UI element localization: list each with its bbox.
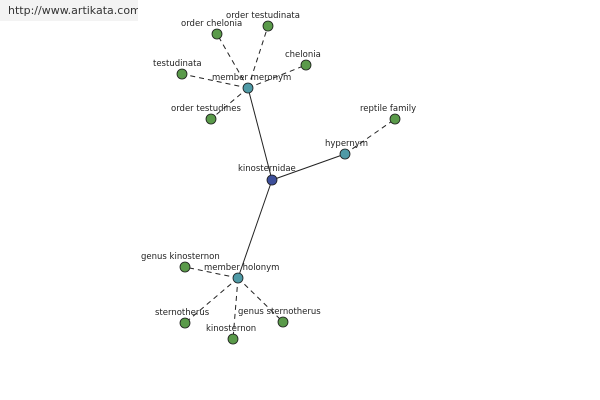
edge-member-holonym-to-sternotherus [184,277,239,324]
nodes-layer [176,20,401,345]
node-label-hypernym[interactable]: hypernym [325,139,368,149]
node-member-meronym[interactable] [242,82,254,94]
node-label-member-meronym[interactable]: member meronym [212,73,291,83]
node-genus-sternotherus[interactable] [277,316,289,328]
node-reptile-family[interactable] [389,113,401,125]
source-url-banner[interactable]: http://www.artikata.com [0,0,138,21]
node-hypernym[interactable] [339,148,351,160]
labels-layer: kinosternidae member meronym hypernym membe… [141,11,416,334]
edge-kinosternidae-to-hypernym [271,153,346,181]
source-url-text[interactable]: http://www.artikata.com [8,4,138,17]
node-label-chelonia[interactable]: chelonia [285,50,321,60]
edge-kinosternidae-to-member-meronym [247,87,273,181]
node-kinosternidae[interactable] [266,174,278,186]
node-member-holonym[interactable] [232,272,244,284]
edge-member-meronym-to-chelonia [247,64,307,89]
node-chelonia[interactable] [300,59,312,71]
edge-hypernym-to-reptile-family [344,118,396,155]
node-testudinata[interactable] [176,68,188,80]
edge-member-meronym-to-order-chelonia [216,33,249,89]
node-label-sternotherus[interactable]: sternotherus [155,308,210,318]
node-order-chelonia[interactable] [211,28,223,40]
edge-member-meronym-to-order-testudinata [247,25,269,89]
node-label-kinosternon[interactable]: kinosternon [206,324,256,334]
edge-kinosternidae-to-member-holonym [237,179,273,279]
node-label-genus-kinosternon[interactable]: genus kinosternon [141,252,220,262]
node-label-order-testudinata[interactable]: order testudinata [226,11,300,21]
node-label-testudinata[interactable]: testudinata [153,59,202,69]
edge-member-meronym-to-order-testudines [210,87,249,120]
edge-member-holonym-to-genus-kinosternon [184,266,239,279]
node-label-reptile-family[interactable]: reptile family [360,104,416,114]
node-order-testudinata[interactable] [262,20,274,32]
node-sternotherus[interactable] [179,317,191,329]
edge-member-meronym-to-testudinata [181,73,249,89]
node-label-order-testudines[interactable]: order testudines [171,104,241,114]
edges-layer [181,25,396,340]
node-kinosternon[interactable] [227,333,239,345]
node-label-member-holonym[interactable]: member holonym [204,263,279,273]
node-label-kinosternidae[interactable]: kinosternidae [238,164,296,174]
node-genus-kinosternon[interactable] [179,261,191,273]
node-label-genus-sternotherus[interactable]: genus sternotherus [238,307,321,317]
node-label-order-chelonia[interactable]: order chelonia [181,19,242,29]
edge-member-holonym-to-kinosternon [232,277,239,340]
edge-member-holonym-to-genus-sternotherus [237,277,284,323]
node-order-testudines[interactable] [205,113,217,125]
